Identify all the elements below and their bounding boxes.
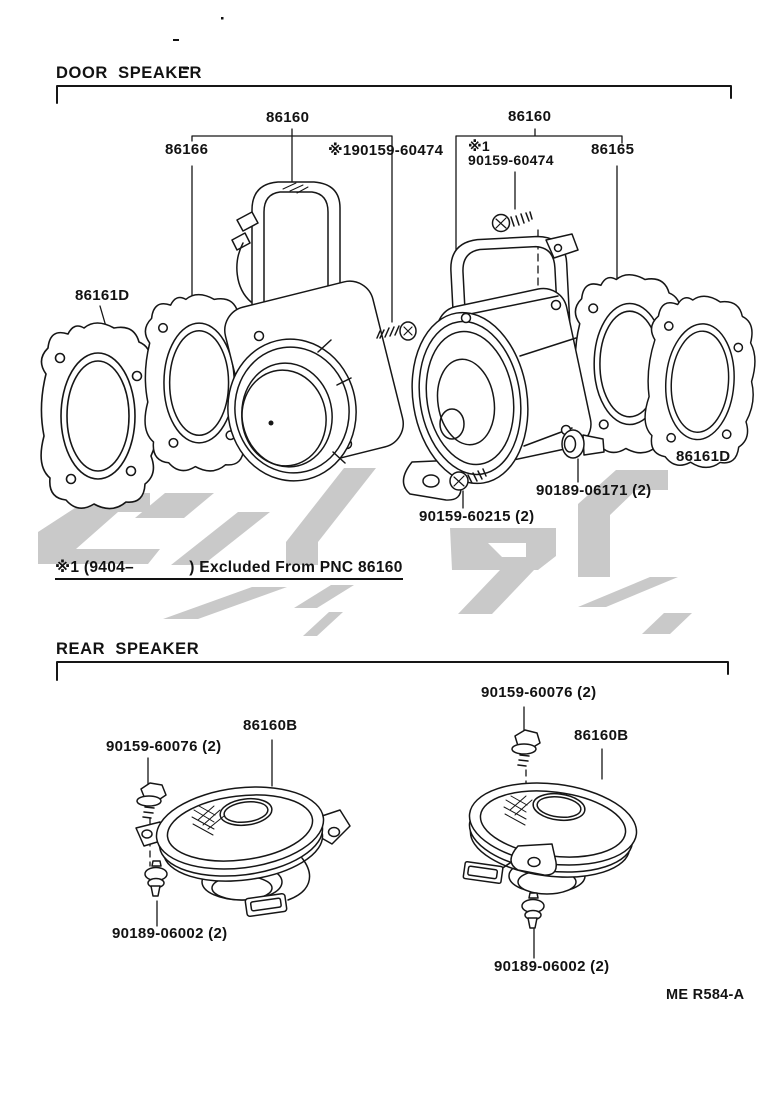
door-speaker-title: DOOR SPEAKER: [56, 64, 203, 82]
rear-clip-left-drawing: [144, 860, 168, 897]
part-label-90189-06002-left: 90189-06002 (2): [112, 925, 228, 942]
door-bracket-right-drawing: [641, 291, 761, 472]
rear-screw-right-drawing: [511, 729, 541, 767]
part-label-86161D-right: 86161D: [676, 448, 731, 465]
part-label-90159-60215: 90159-60215 (2): [419, 508, 535, 525]
part-label-86160B-right: 86160B: [574, 727, 629, 744]
rear-section-bracket: [56, 661, 729, 681]
door-bracket-left-drawing: [40, 322, 158, 510]
door-section-bracket: [56, 85, 732, 104]
part-label-86160-left: 86160: [266, 109, 310, 126]
part-label-90159-60076-left: 90159-60076 (2): [106, 738, 222, 755]
part-label-86161D-left: 86161D: [75, 287, 130, 304]
door-left-leader-lines: [99, 128, 393, 331]
part-label-86160-right: 86160: [508, 108, 552, 125]
exclusion-note: ※1 (9404– ) Excluded From PNC 86160: [55, 559, 403, 581]
door-speaker-diagram: [40, 85, 761, 510]
part-label-90189-06002-right: 90189-06002 (2): [494, 958, 610, 975]
rear-speaker-right-drawing: [462, 729, 638, 929]
door-speaker-right-drawing: [402, 211, 605, 501]
scan-specks: [173, 17, 224, 70]
rear-clip-right-drawing: [521, 892, 545, 929]
rear-speaker-left-drawing: [135, 782, 351, 918]
part-label-86166: 86166: [165, 141, 209, 158]
machine-screw-right-drawing: [491, 211, 533, 233]
rear-leader-lines: [147, 706, 603, 959]
machine-screw-left-drawing: [376, 321, 417, 341]
door-speaker-left-drawing: [224, 181, 417, 482]
rear-speaker-diagram: [56, 661, 729, 959]
part-label-90159-60474-left: ※190159-60474: [328, 142, 444, 159]
part-label-86160B-left: 86160B: [243, 717, 298, 734]
rear-speaker-title: REAR SPEAKER: [56, 640, 200, 658]
rear-screw-left-drawing: [136, 782, 167, 819]
grommet-drawing: [561, 429, 605, 459]
part-label-90189-06171: 90189-06171 (2): [536, 482, 652, 499]
part-label-90159-60076-right: 90159-60076 (2): [481, 684, 597, 701]
figure-code: ME R584-A: [666, 987, 745, 1003]
part-label-86165: 86165: [591, 141, 635, 158]
tapping-screw-drawing: [449, 468, 487, 491]
ref-mark: ※1: [468, 138, 490, 154]
part-number: 90159-60474: [468, 151, 554, 168]
